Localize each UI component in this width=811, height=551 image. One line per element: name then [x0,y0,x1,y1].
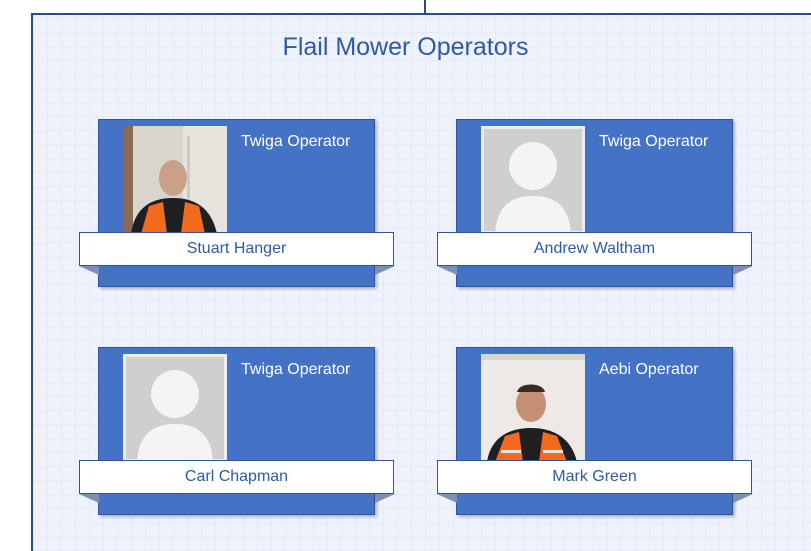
operator-card[interactable]: Twiga Operator Carl Chapman [79,347,395,515]
banner-fold [437,266,457,275]
operator-card[interactable]: Twiga Operator Andrew Waltham [437,119,753,287]
placeholder-avatar-icon [481,126,585,234]
operator-card[interactable]: Aebi Operator Mark Green [437,347,753,515]
connector-line [424,0,426,14]
banner-fold [79,266,99,275]
banner-fold [733,494,753,503]
operator-name[interactable]: Carl Chapman [79,460,394,494]
banner-fold [733,266,753,275]
banner-fold [79,494,99,503]
operator-role: Twiga Operator [599,133,709,150]
person-photo [481,354,585,462]
operator-name[interactable]: Stuart Hanger [79,232,394,266]
banner-fold [437,494,457,503]
operator-name[interactable]: Mark Green [437,460,752,494]
operator-role: Twiga Operator [241,133,351,150]
operator-card[interactable]: Twiga Operator Stuart Hanger [79,119,395,287]
banner-fold [375,494,395,503]
person-photo [123,126,227,234]
operator-name[interactable]: Andrew Waltham [437,232,752,266]
placeholder-avatar-icon [123,354,227,462]
group-title: Flail Mower Operators [282,33,529,61]
banner-fold [375,266,395,275]
operator-role: Aebi Operator [599,361,699,378]
operator-role: Twiga Operator [241,361,351,378]
